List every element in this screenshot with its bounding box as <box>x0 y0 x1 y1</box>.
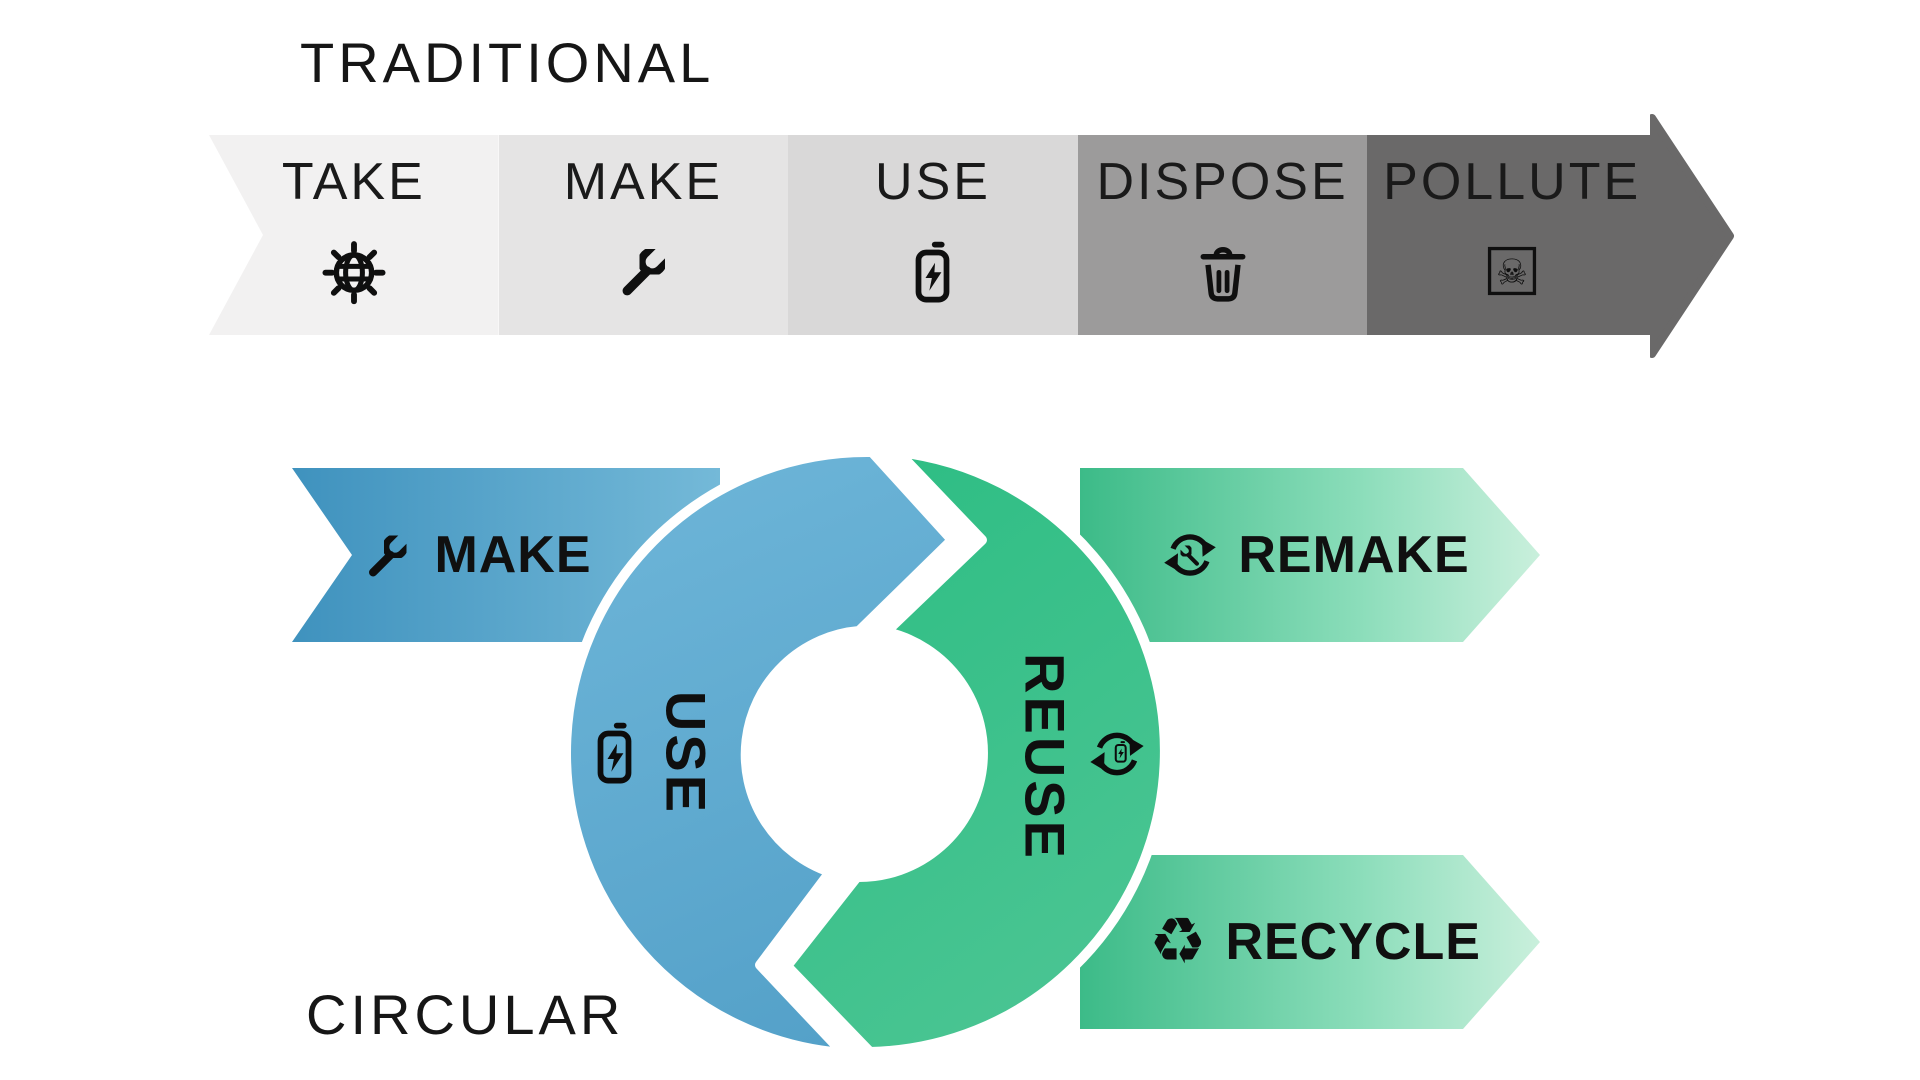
stage-make: MAKE <box>498 135 789 335</box>
stage-use-label: USE <box>875 153 991 211</box>
use-text: USE <box>654 690 718 816</box>
stage-use: USE <box>788 135 1078 335</box>
stage-take-label: TAKE <box>281 153 426 211</box>
traditional-title: TRADITIONAL <box>300 31 715 94</box>
flow-arrowhead <box>1650 112 1738 360</box>
remake-band <box>1080 468 1540 642</box>
remake-text: REMAKE <box>1238 526 1470 584</box>
wrench-icon <box>358 526 416 584</box>
circular-title: CIRCULAR <box>306 983 625 1046</box>
recycle-text: RECYCLE <box>1225 913 1481 971</box>
stage-make-label: MAKE <box>563 153 724 211</box>
reuse-text: REUSE <box>1013 653 1077 861</box>
recycle-band <box>1080 855 1540 1029</box>
recycle-flow-label: ♻ RECYCLE <box>1120 855 1510 1029</box>
stage-dispose-label: DISPOSE <box>1096 153 1349 211</box>
reuse-arc <box>782 447 1170 1057</box>
battery-cycle-icon <box>1086 723 1148 785</box>
use-arc <box>561 446 957 1058</box>
stage-pollute-label: POLLUTE <box>1383 153 1642 211</box>
traditional-flow-bar: TAKE MAKE USE DISPOSE POLLUTE <box>209 135 1657 335</box>
recycle-icon: ♻ <box>1149 905 1208 979</box>
remake-flow-label: REMAKE <box>1120 468 1510 642</box>
battery-bolt-icon <box>592 717 637 787</box>
stage-dispose: DISPOSE <box>1077 135 1368 335</box>
wrench-cycle-icon <box>1160 525 1220 585</box>
stage-pollute: POLLUTE <box>1367 135 1657 335</box>
make-text: MAKE <box>434 526 592 584</box>
make-flow-label: MAKE <box>300 468 650 642</box>
